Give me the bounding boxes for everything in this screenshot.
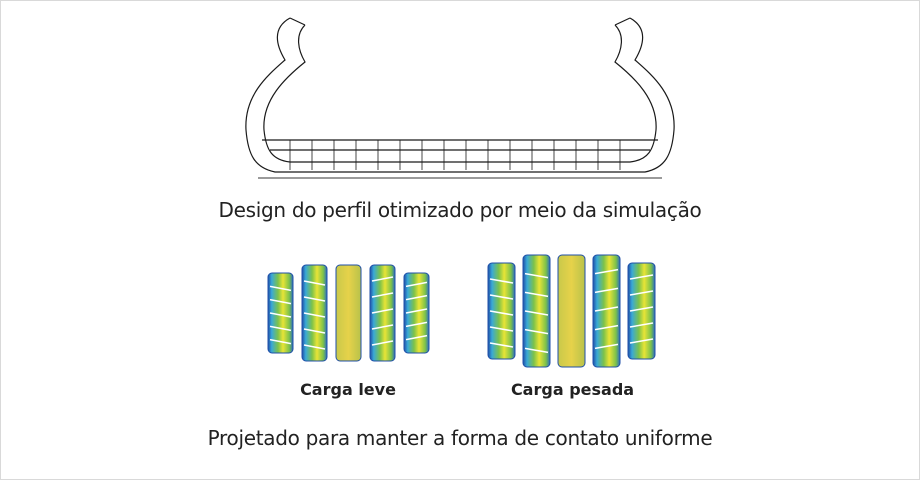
tread-sipe — [594, 306, 619, 312]
tread-sipe — [489, 310, 514, 316]
tread-sipe — [405, 294, 428, 301]
light-load-label: Carga leve — [300, 380, 396, 399]
tread-sipe — [371, 292, 394, 298]
tread-sipe — [524, 328, 549, 335]
footprint-heavy-load — [487, 254, 656, 368]
tire-mesh-radial-lines — [289, 140, 621, 170]
tread-rib — [335, 264, 362, 362]
tread-sipe — [405, 334, 428, 341]
tread-sipe — [629, 338, 654, 344]
tread-rib — [403, 272, 430, 354]
footprint-caption: Projetado para manter a forma de contato… — [207, 426, 713, 450]
tread-rib — [557, 254, 586, 368]
profile-caption: Design do perfil otimizado por meio da s… — [218, 198, 702, 222]
tread-sipe — [405, 308, 428, 314]
tread-sipe — [269, 285, 292, 292]
tread-sipe — [303, 296, 326, 302]
tread-sipe — [303, 344, 326, 350]
tread-sipe — [405, 281, 428, 288]
tread-sipe — [489, 294, 514, 300]
tread-sipe — [405, 321, 428, 328]
tread-sipe — [629, 306, 654, 312]
tread-sipe — [303, 312, 326, 318]
tread-sipe — [489, 278, 514, 284]
tire-mesh — [245, 17, 675, 173]
tread-sipe — [269, 312, 292, 318]
tread-sipe — [303, 280, 326, 286]
tread-sipe — [269, 325, 292, 332]
tread-sipe — [371, 276, 394, 282]
tread-sipe — [489, 326, 514, 332]
tread-rib — [487, 262, 516, 360]
tread-sipe — [371, 308, 394, 314]
tread-sipe — [594, 268, 619, 275]
tread-sipe — [524, 272, 549, 279]
tread-rib — [267, 272, 294, 354]
tread-rib — [592, 254, 621, 368]
footprint-light-load — [267, 264, 430, 362]
tread-sipe — [489, 342, 514, 348]
tread-sipe — [371, 324, 394, 330]
tread-rib — [369, 264, 396, 362]
tread-sipe — [269, 338, 292, 345]
tread-sipe — [371, 340, 394, 346]
heavy-load-label: Carga pesada — [510, 380, 635, 399]
tread-sipe — [629, 322, 654, 328]
tread-sipe — [594, 287, 619, 294]
tread-sipe — [594, 324, 619, 331]
tread-sipe — [629, 290, 654, 296]
tread-sipe — [524, 347, 549, 354]
tread-rib — [522, 254, 551, 368]
tread-rib — [627, 262, 656, 360]
tread-sipe — [303, 328, 326, 334]
tread-sipe — [524, 291, 549, 298]
tread-sipe — [629, 274, 654, 280]
tread-sipe — [594, 343, 619, 350]
tread-sipe — [269, 298, 292, 305]
tread-sipe — [524, 310, 549, 316]
tread-rib — [301, 264, 328, 362]
